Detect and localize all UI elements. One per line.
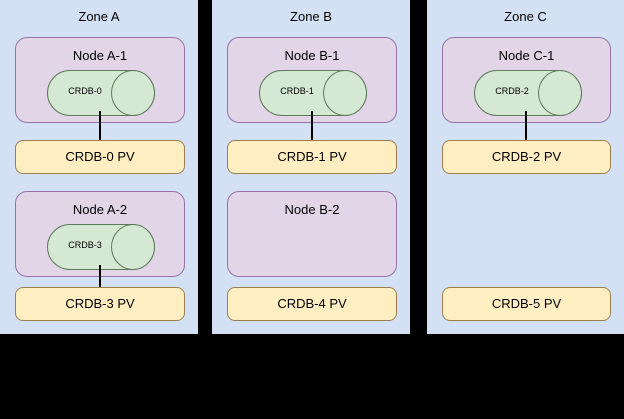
pv-box-crdb-4[interactable]: CRDB-4 PV [227, 287, 397, 321]
node-box-a-2[interactable]: Node A-2 CRDB-3 [15, 191, 185, 277]
connector-crdb-3-to-pv [99, 265, 101, 295]
database-cylinder-crdb-2[interactable]: CRDB-2 [474, 70, 582, 116]
pv-box-crdb-0[interactable]: CRDB-0 PV [15, 140, 185, 174]
database-cylinder-crdb-3[interactable]: CRDB-3 [47, 224, 155, 270]
node-title-b-1: Node B-1 [284, 48, 340, 63]
database-cylinder-crdb-1[interactable]: CRDB-1 [259, 70, 367, 116]
zone-panel-b: Zone B Node B-1 CRDB-1 CRDB-1 PV Node B-… [212, 0, 410, 334]
cylinder-cap-icon [111, 70, 155, 116]
node-box-b-2[interactable]: Node B-2 [227, 191, 397, 277]
node-title-a-2: Node A-2 [72, 202, 128, 217]
zone-title-b: Zone B [290, 9, 332, 24]
pv-label-crdb-2: CRDB-2 PV [491, 149, 562, 164]
pv-label-crdb-0: CRDB-0 PV [65, 149, 135, 164]
zone-title-a: Zone A [78, 9, 120, 24]
pv-box-crdb-1[interactable]: CRDB-1 PV [227, 140, 397, 174]
node-title-a-1: Node A-1 [72, 48, 128, 63]
connector-crdb-0-to-pv [99, 111, 101, 141]
pv-box-crdb-5[interactable]: CRDB-5 PV [442, 287, 611, 321]
pv-box-crdb-3[interactable]: CRDB-3 PV [15, 287, 185, 321]
node-box-b-1[interactable]: Node B-1 CRDB-1 [227, 37, 397, 123]
node-title-c-1: Node C-1 [498, 48, 555, 63]
connector-crdb-1-to-pv [311, 111, 313, 141]
pv-box-crdb-2[interactable]: CRDB-2 PV [442, 140, 611, 174]
cylinder-cap-icon [538, 70, 582, 116]
cylinder-cap-icon [323, 70, 367, 116]
connector-crdb-2-to-pv [525, 111, 527, 141]
zone-title-c: Zone C [504, 9, 547, 24]
database-label-crdb-2: CRDB-2 [495, 86, 529, 96]
database-cylinder-crdb-0[interactable]: CRDB-0 [47, 70, 155, 116]
node-box-a-1[interactable]: Node A-1 CRDB-0 [15, 37, 185, 123]
database-label-crdb-1: CRDB-1 [280, 86, 314, 96]
database-label-crdb-3: CRDB-3 [68, 240, 102, 250]
node-box-c-1[interactable]: Node C-1 CRDB-2 [442, 37, 611, 123]
zone-panel-c: Zone C Node C-1 CRDB-2 CRDB-2 PV CRDB-5 … [427, 0, 624, 334]
zone-panel-a: Zone A Node A-1 CRDB-0 CRDB-0 PV Node A-… [0, 0, 198, 334]
pv-label-crdb-5: CRDB-5 PV [491, 296, 562, 311]
database-label-crdb-0: CRDB-0 [68, 86, 102, 96]
pv-label-crdb-1: CRDB-1 PV [277, 149, 347, 164]
cylinder-cap-icon [111, 224, 155, 270]
pv-label-crdb-4: CRDB-4 PV [277, 296, 347, 311]
pv-label-crdb-3: CRDB-3 PV [65, 296, 135, 311]
node-title-b-2: Node B-2 [284, 202, 340, 217]
